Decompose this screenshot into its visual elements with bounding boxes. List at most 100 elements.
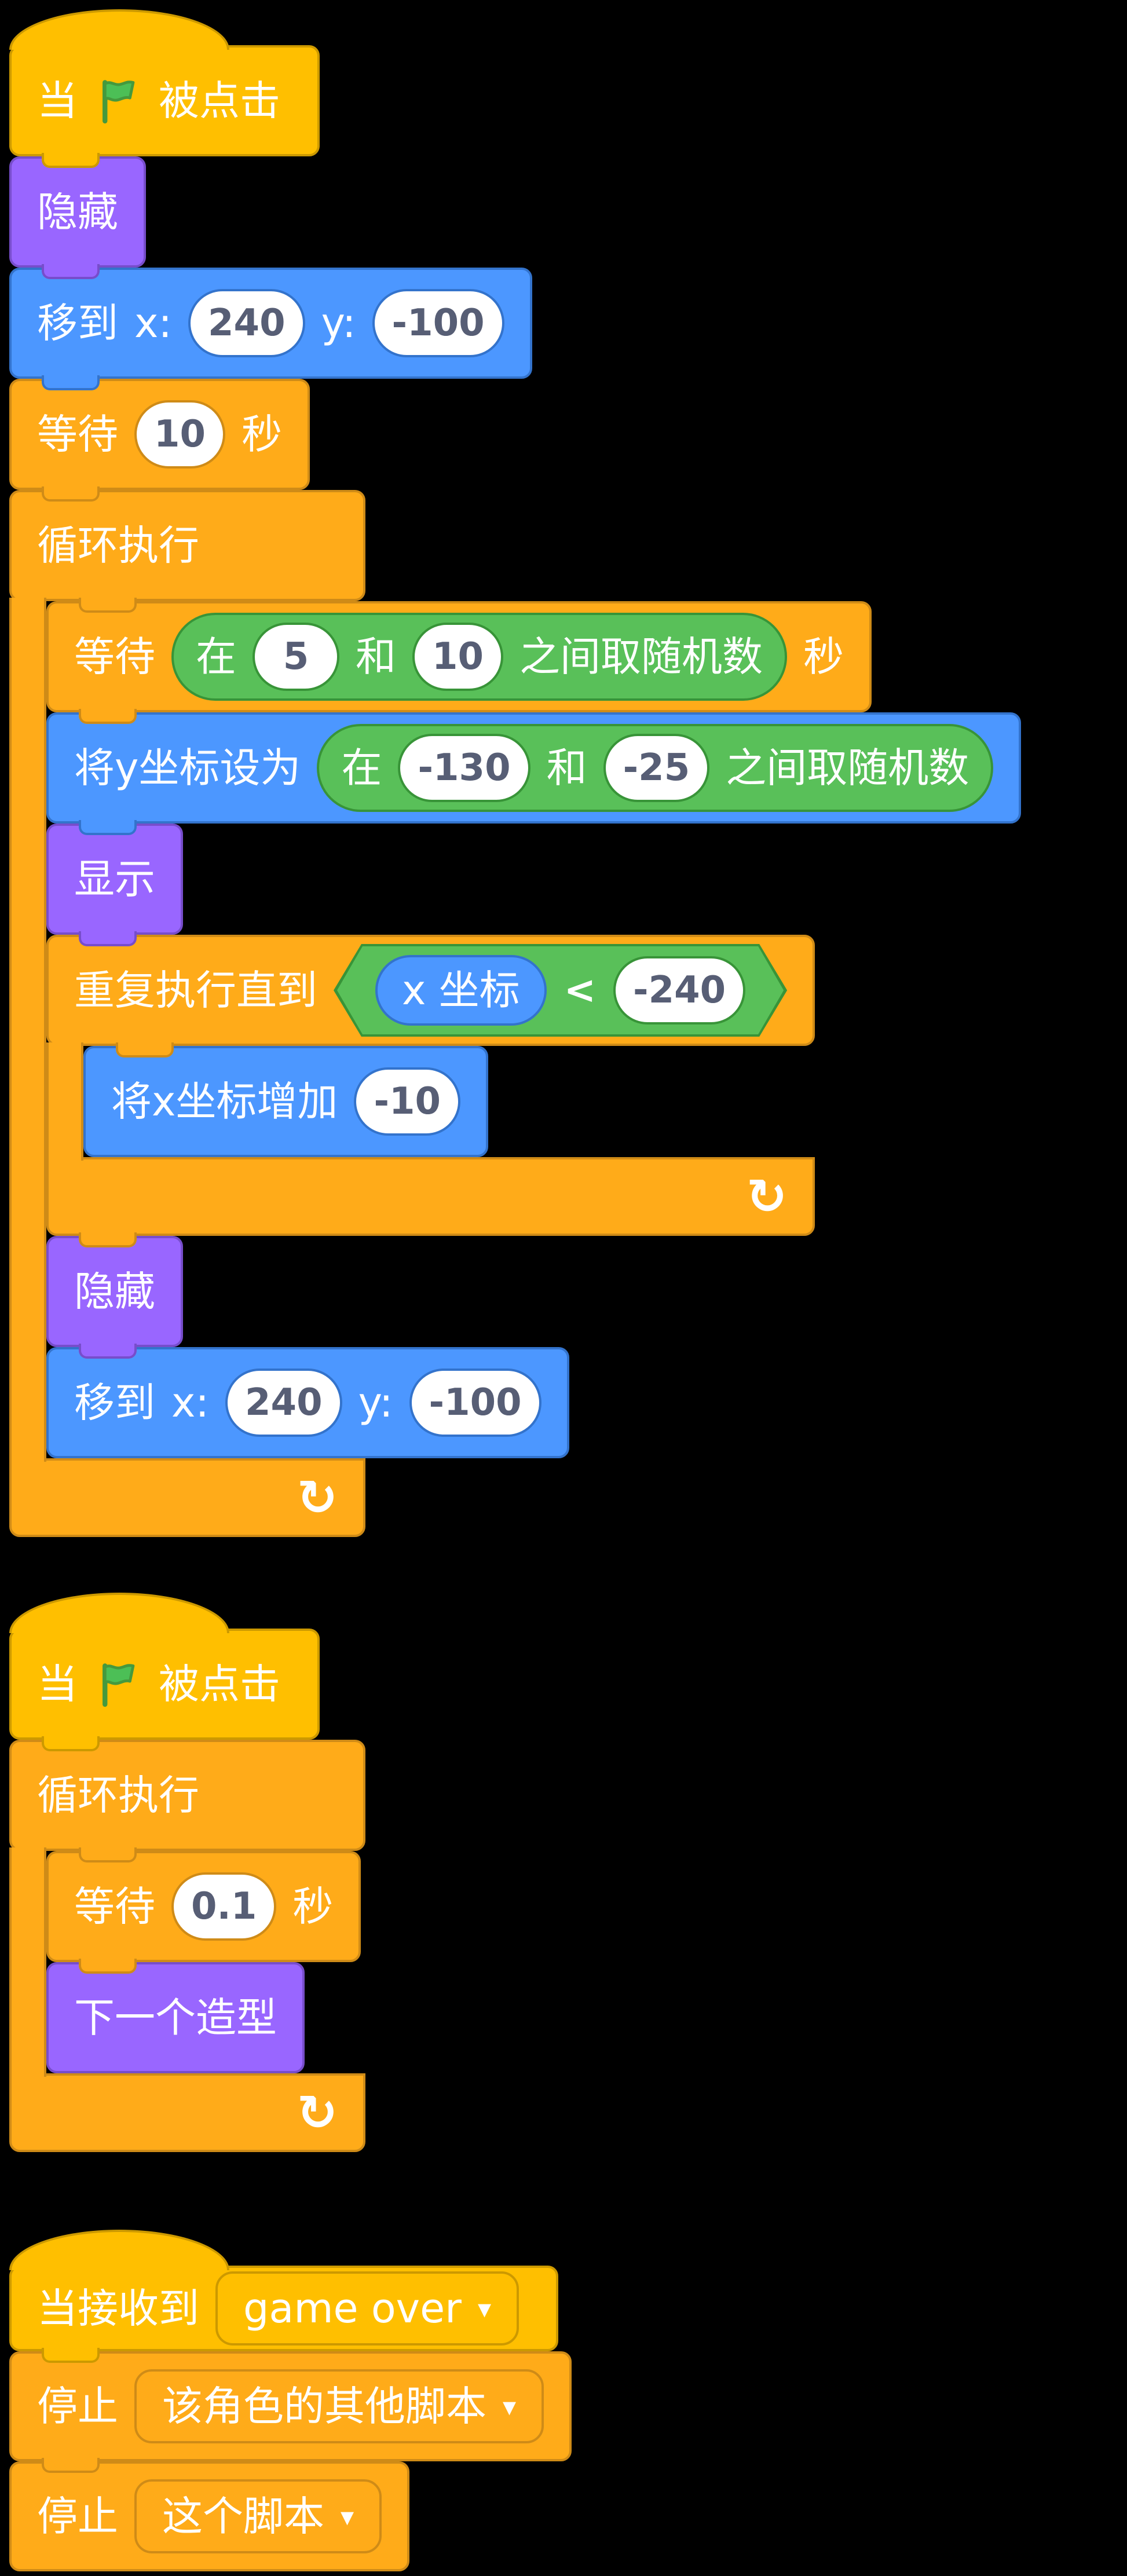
random-from-input[interactable]: 5 xyxy=(253,623,339,691)
less-than-boolean[interactable]: x 坐标 < -240 xyxy=(334,944,787,1037)
forever-header[interactable]: 循环执行 xyxy=(9,490,365,613)
wait-seconds-block[interactable]: 等待 10 秒 xyxy=(9,379,310,502)
pick-random-reporter[interactable]: 在 5 和 10 之间取随机数 xyxy=(171,613,788,701)
forever-body: 等待 0.1 秒 下一个造型 xyxy=(9,1847,361,2077)
script-3: 当接收到 game over ▾ 停止 该角色的其他脚本 ▾ 停止 这个脚本 ▾ xyxy=(9,2230,572,2571)
block-tab xyxy=(79,1344,137,1359)
c-block-spine xyxy=(46,1042,83,1161)
when-flag-clicked-block[interactable]: 当 被点击 xyxy=(9,1593,320,1751)
c-block-spine xyxy=(9,1847,46,2077)
x-input[interactable]: 240 xyxy=(225,1368,342,1437)
repeat-until-footer: ↻ xyxy=(46,1157,815,1247)
broadcast-dropdown[interactable]: game over ▾ xyxy=(215,2271,519,2346)
block-tab xyxy=(79,820,137,835)
block-label: 秒 xyxy=(292,1883,334,1930)
block-label: 等待 xyxy=(74,1883,155,1930)
block-tab xyxy=(42,2458,100,2473)
dropdown-value: game over xyxy=(243,2285,462,2332)
block-label: 和 xyxy=(546,744,587,792)
duration-input[interactable]: 10 xyxy=(134,400,226,469)
hide-block[interactable]: 隐藏 xyxy=(9,156,146,279)
block-label: 秒 xyxy=(241,411,283,458)
block-label: 停止 xyxy=(37,2383,118,2430)
repeat-until-header[interactable]: 重复执行直到 x 坐标 < -240 xyxy=(46,935,815,1058)
change-x-input[interactable]: -10 xyxy=(354,1067,461,1136)
wait-seconds-block[interactable]: 等待 0.1 秒 xyxy=(46,1851,361,1974)
block-tab xyxy=(79,931,137,946)
y-input[interactable]: -100 xyxy=(409,1368,541,1437)
random-from-input[interactable]: -130 xyxy=(398,734,530,802)
block-label: 被点击 xyxy=(159,1660,280,1708)
block-label: 移到 xyxy=(37,299,118,347)
block-label: 和 xyxy=(356,633,396,680)
duration-input[interactable]: 0.1 xyxy=(171,1872,277,1941)
random-to-input[interactable]: 10 xyxy=(412,623,504,691)
stop-block[interactable]: 停止 这个脚本 ▾ xyxy=(9,2461,410,2571)
block-label: 循环执行 xyxy=(37,522,199,569)
block-tab xyxy=(42,2348,100,2363)
goto-xy-block[interactable]: 移到 x: 240 y: -100 xyxy=(46,1347,569,1458)
block-label: 隐藏 xyxy=(74,1268,155,1315)
stop-option-dropdown[interactable]: 这个脚本 ▾ xyxy=(134,2479,382,2553)
stop-option-dropdown[interactable]: 该角色的其他脚本 ▾ xyxy=(134,2369,544,2443)
block-label: 停止 xyxy=(37,2493,118,2540)
block-label: 之间取随机数 xyxy=(519,633,763,680)
block-label: 将y坐标设为 xyxy=(74,744,301,792)
block-label: 在 xyxy=(196,633,236,680)
forever-block[interactable]: 循环执行 等待 在 5 和 10 之间取随机数 秒 xyxy=(9,490,1022,1537)
forever-header[interactable]: 循环执行 xyxy=(9,1740,365,1863)
block-tab xyxy=(79,598,137,613)
hide-block[interactable]: 隐藏 xyxy=(46,1236,183,1359)
show-block[interactable]: 显示 xyxy=(46,824,183,946)
goto-xy-block[interactable]: 移到 x: 240 y: -100 xyxy=(9,268,532,390)
forever-footer: ↻ xyxy=(9,1458,365,1537)
block-label: 在 xyxy=(341,744,382,792)
chevron-down-icon: ▾ xyxy=(477,2293,492,2324)
block-tab xyxy=(42,1736,100,1751)
set-y-block[interactable]: 将y坐标设为 在 -130 和 -25 之间取随机数 xyxy=(46,712,1022,835)
repeat-until-block[interactable]: 重复执行直到 x 坐标 < -240 xyxy=(46,935,815,1247)
block-label: 等待 xyxy=(74,633,155,680)
forever-footer: ↻ xyxy=(9,2073,365,2152)
block-tab xyxy=(42,486,100,502)
block-label: 之间取随机数 xyxy=(726,744,969,792)
block-label: 当 xyxy=(37,77,78,125)
dropdown-value: 该角色的其他脚本 xyxy=(162,2383,486,2430)
block-label: 秒 xyxy=(803,633,844,680)
block-label: 移到 xyxy=(74,1379,155,1426)
block-label: 重复执行直到 xyxy=(74,967,317,1014)
block-label: x 坐标 xyxy=(402,967,520,1014)
block-label: 下一个造型 xyxy=(74,1994,277,2041)
block-label: 将x坐标增加 xyxy=(111,1078,338,1125)
pick-random-reporter[interactable]: 在 -130 和 -25 之间取随机数 xyxy=(317,724,994,812)
green-flag-icon xyxy=(103,80,135,124)
forever-block[interactable]: 循环执行 等待 0.1 秒 下一个造型 ↻ xyxy=(9,1740,365,2152)
when-flag-clicked-block[interactable]: 当 被点击 xyxy=(9,9,320,168)
block-label: y: xyxy=(358,1379,393,1426)
x-position-reporter[interactable]: x 坐标 xyxy=(375,955,547,1026)
when-broadcast-received-block[interactable]: 当接收到 game over ▾ xyxy=(9,2230,559,2363)
compare-value-input[interactable]: -240 xyxy=(613,956,745,1024)
block-tab xyxy=(79,1847,137,1863)
wait-random-seconds-block[interactable]: 等待 在 5 和 10 之间取随机数 秒 xyxy=(46,601,872,724)
x-input[interactable]: 240 xyxy=(188,289,305,357)
block-label: 隐藏 xyxy=(37,188,118,236)
chevron-down-icon: ▾ xyxy=(341,2501,354,2532)
c-block-spine xyxy=(9,598,46,1462)
green-flag-icon xyxy=(103,1663,135,1707)
block-label: x: xyxy=(134,299,173,347)
loop-arrow-icon: ↻ xyxy=(746,1168,788,1225)
block-label: 被点击 xyxy=(159,77,280,125)
block-label: 循环执行 xyxy=(37,1772,199,1819)
next-costume-block[interactable]: 下一个造型 xyxy=(46,1962,305,2073)
repeat-until-body: 将x坐标增加 -10 xyxy=(46,1042,489,1161)
y-input[interactable]: -100 xyxy=(372,289,504,357)
block-label: 当接收到 xyxy=(37,2285,199,2332)
block-tab xyxy=(42,375,100,390)
change-x-block[interactable]: 将x坐标增加 -10 xyxy=(83,1046,489,1157)
random-to-input[interactable]: -25 xyxy=(603,734,710,802)
block-tab xyxy=(79,1232,137,1247)
script-2: 当 被点击 循环执行 等待 0.1 秒 下一个造型 xyxy=(9,1593,365,2152)
stop-block[interactable]: 停止 该角色的其他脚本 ▾ xyxy=(9,2351,572,2473)
block-tab xyxy=(42,264,100,279)
